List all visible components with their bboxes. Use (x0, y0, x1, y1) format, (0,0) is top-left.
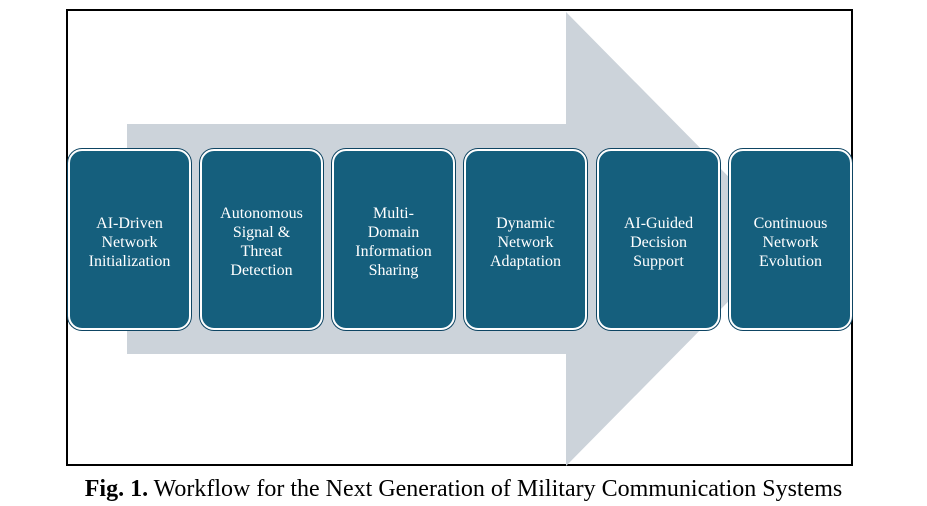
step-label: Dynamic Network Adaptation (489, 215, 562, 270)
step-dynamic-network-adaptation: Dynamic Network Adaptation (464, 149, 587, 330)
caption-text: Workflow for the Next Generation of Mili… (148, 476, 843, 502)
step-ai-driven-network-initialization: AI-Driven Network Initialization (68, 149, 191, 330)
step-label: AI-Driven Network Initialization (88, 215, 171, 270)
arrow-shape (127, 12, 790, 466)
step-ai-guided-decision-support: AI-Guided Decision Support (597, 149, 720, 330)
caption-prefix: Fig. 1. (84, 476, 149, 502)
step-label: Continuous Network Evolution (753, 215, 828, 270)
figure-caption: Fig. 1. Workflow for the Next Generation… (0, 474, 927, 504)
step-label: Autonomous Signal & Threat Detection (220, 205, 303, 279)
step-label: Multi- Domain Information Sharing (355, 205, 432, 279)
step-continuous-network-evolution: Continuous Network Evolution (729, 149, 852, 330)
step-autonomous-signal-threat-detection: Autonomous Signal & Threat Detection (200, 149, 323, 330)
step-label: AI-Guided Decision Support (623, 215, 694, 270)
figure-frame (66, 9, 853, 466)
step-multi-domain-information-sharing: Multi- Domain Information Sharing (332, 149, 455, 330)
